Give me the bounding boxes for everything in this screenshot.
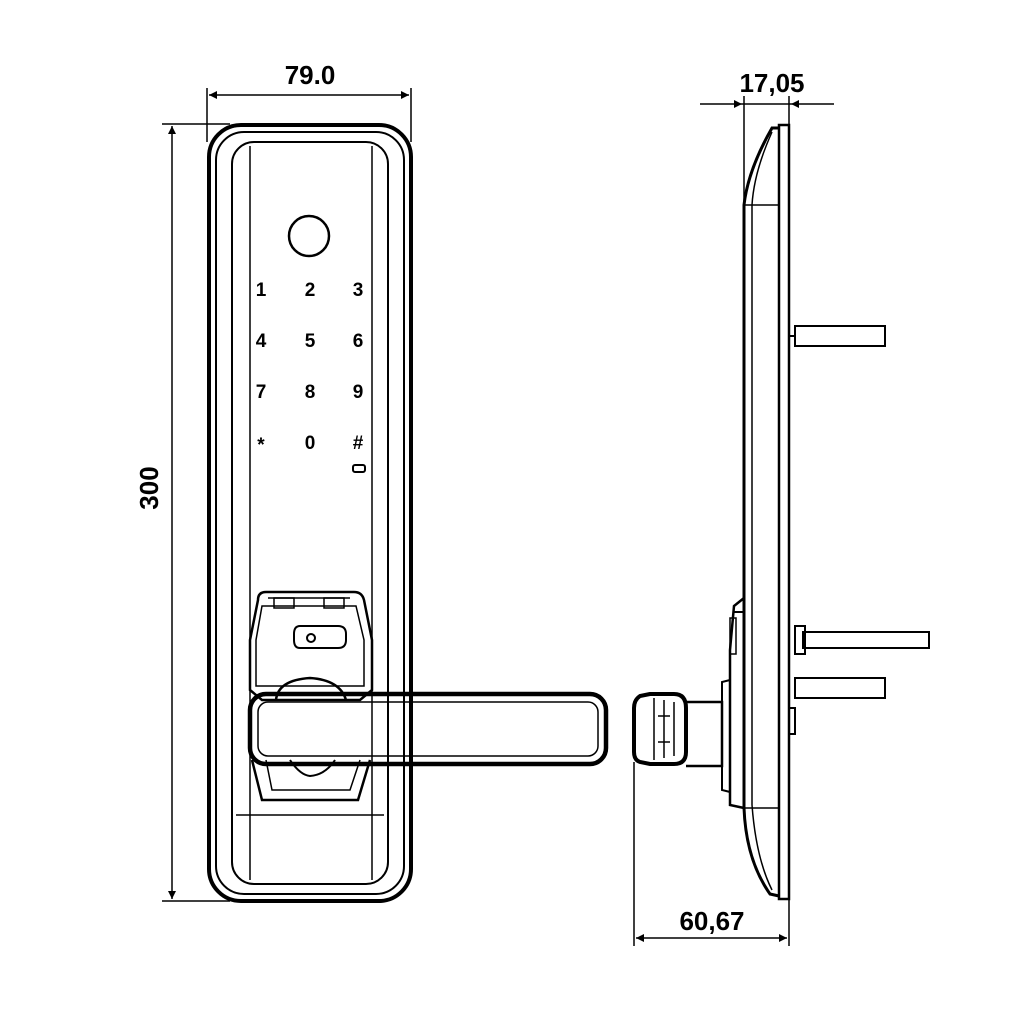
key-6: 6 [353,331,364,352]
side-lever-end [632,692,688,766]
side-lever-neck [686,700,724,768]
upper-spindle [794,325,886,347]
keypad: 1 2 3 4 5 6 7 8 9 * 0 # [256,280,364,456]
key-4: 4 [256,331,267,352]
middle-spindle [802,631,930,649]
width-dimension [206,88,412,142]
key-0: 0 [305,433,316,454]
handle-escutcheon [248,590,374,702]
lever-handle [247,691,609,767]
side-back-plate [777,123,791,901]
height-dimension [162,123,230,902]
key-2: 2 [305,280,316,301]
front-panel [231,141,389,885]
key-5: 5 [305,331,316,352]
lower-spindle [794,677,886,699]
fingerprint-sensor-icon [287,214,331,258]
plate-depth-dimension [700,96,834,205]
key-8: 8 [305,382,316,403]
key-1: 1 [256,280,267,301]
key-7: 7 [256,382,267,403]
key-9: 9 [353,382,364,403]
key-3: 3 [353,280,364,301]
width-label: 79.0 [285,60,336,90]
key-star: * [257,435,265,456]
height-label: 300 [134,466,164,509]
front-view [207,123,609,903]
front-plate-outer [207,123,413,903]
battery-indicator-icon [352,464,366,473]
total-depth-dimension [633,762,790,946]
side-view [632,123,930,901]
plate-depth-label: 17,05 [739,68,804,98]
front-plate-inner [215,131,405,895]
total-depth-label: 60,67 [679,906,744,936]
key-cylinder-icon [293,625,347,649]
side-body-profile [742,126,780,898]
key-hash: # [353,433,364,454]
